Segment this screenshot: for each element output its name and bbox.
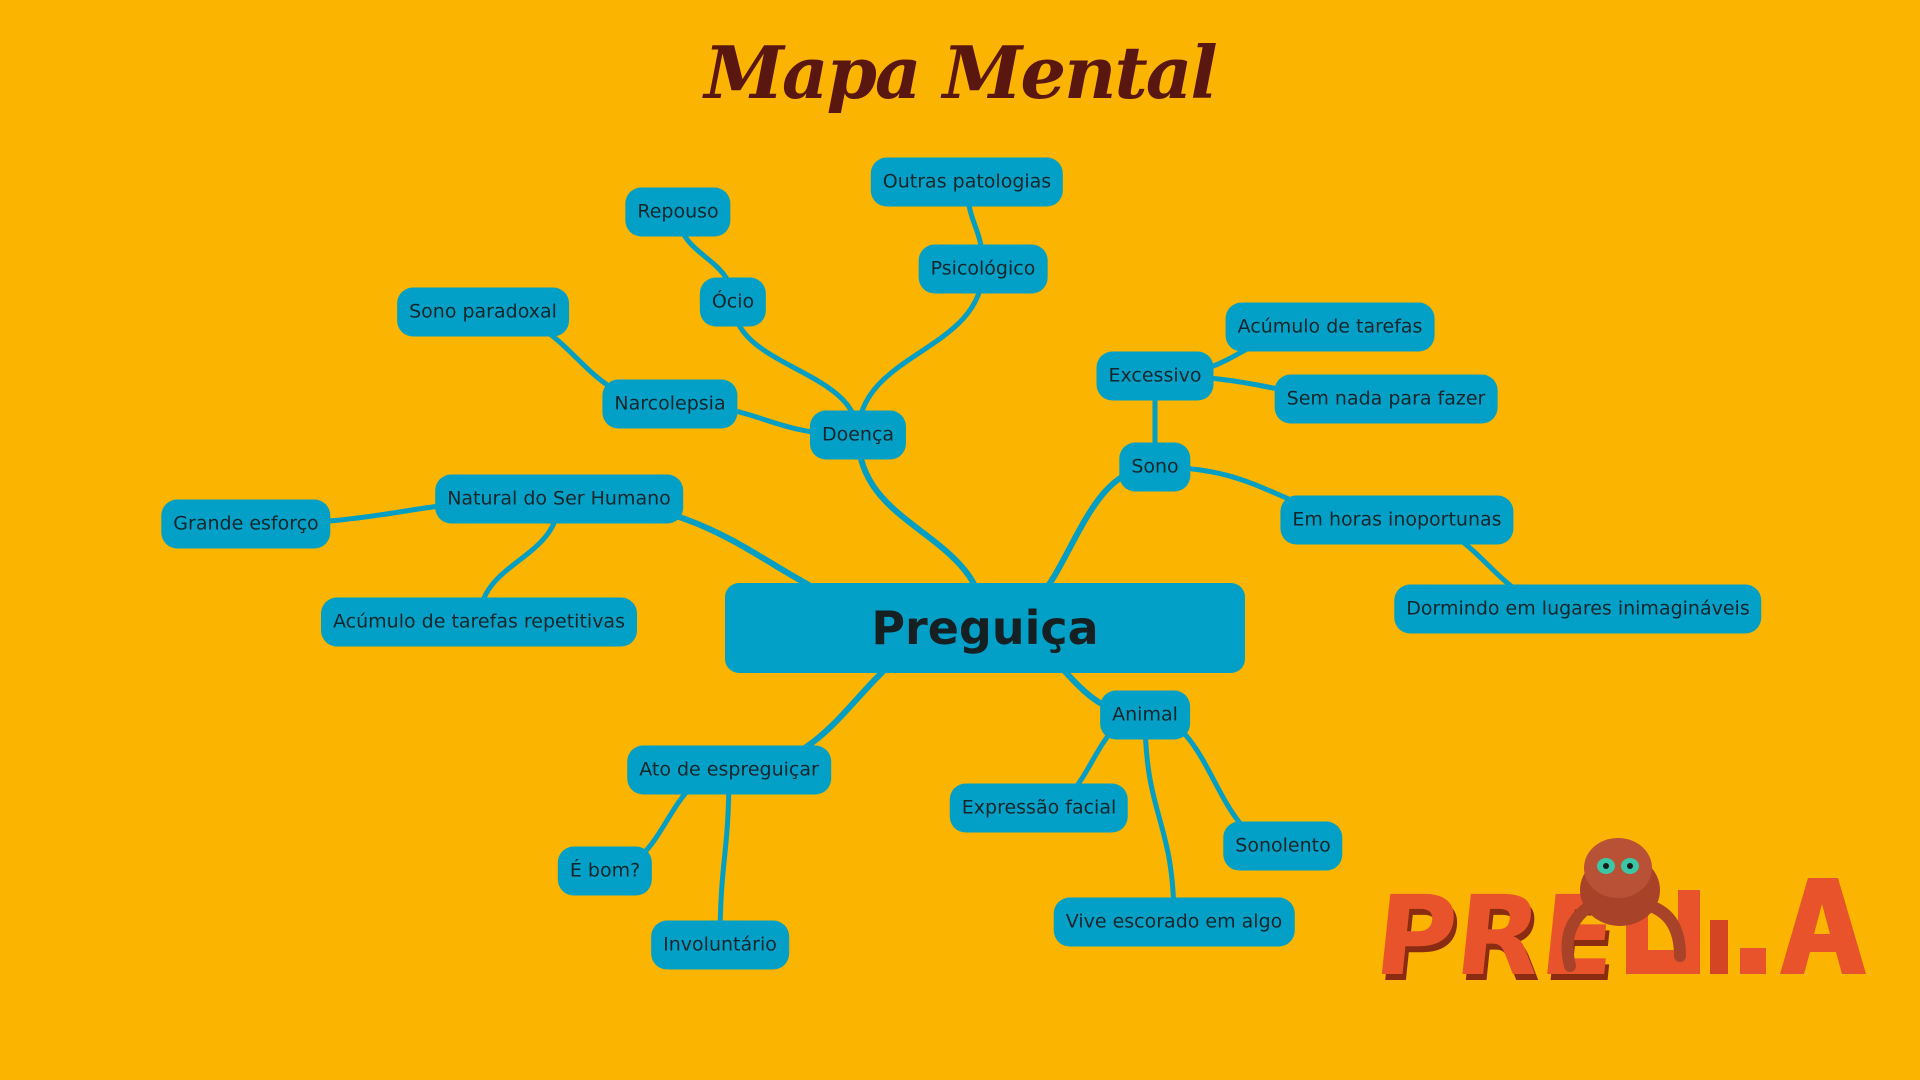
- node-acumulo: Acúmulo de tarefas: [1225, 302, 1435, 352]
- preguica-logo: PRE PRE: [1380, 838, 1866, 1007]
- node-semnada: Sem nada para fazer: [1274, 374, 1498, 424]
- node-expressao: Expressão facial: [949, 783, 1129, 833]
- node-sonoparadoxal: Sono paradoxal: [397, 287, 569, 337]
- node-repouso: Repouso: [625, 187, 731, 237]
- node-psicologico: Psicológico: [918, 244, 1048, 294]
- node-doenca: Doença: [809, 410, 907, 460]
- node-ato: Ato de espreguiçar: [627, 745, 831, 795]
- link-animal-vive: [1142, 712, 1177, 925]
- node-sono: Sono: [1119, 442, 1191, 492]
- page-title: Mapa Mental: [704, 30, 1218, 115]
- link-ato-involuntario: [717, 767, 732, 948]
- root-node: Preguiça: [725, 583, 1245, 673]
- node-dormindo: Dormindo em lugares inimagináveis: [1394, 584, 1762, 634]
- node-narcolepsia: Narcolepsia: [602, 379, 738, 429]
- node-vive: Vive escorado em algo: [1053, 897, 1295, 947]
- node-excessivo: Excessivo: [1096, 351, 1214, 401]
- node-horas: Em horas inoportunas: [1280, 495, 1514, 545]
- node-animal: Animal: [1100, 690, 1190, 740]
- node-involuntario: Involuntário: [651, 920, 789, 970]
- node-ebom: É bom?: [557, 846, 653, 896]
- link-doenca-psicologico: [855, 266, 986, 438]
- logo-letters: PRE PRE: [1380, 873, 1866, 1007]
- node-natural: Natural do Ser Humano: [435, 474, 683, 524]
- node-acumulorep: Acúmulo de tarefas repetitivas: [321, 597, 637, 647]
- sloth-icon: [1561, 838, 1686, 972]
- node-outras: Outras patologias: [870, 157, 1064, 207]
- node-ocio: Ócio: [699, 277, 767, 327]
- node-grande: Grande esforço: [161, 499, 331, 549]
- node-sonolento: Sonolento: [1223, 821, 1343, 871]
